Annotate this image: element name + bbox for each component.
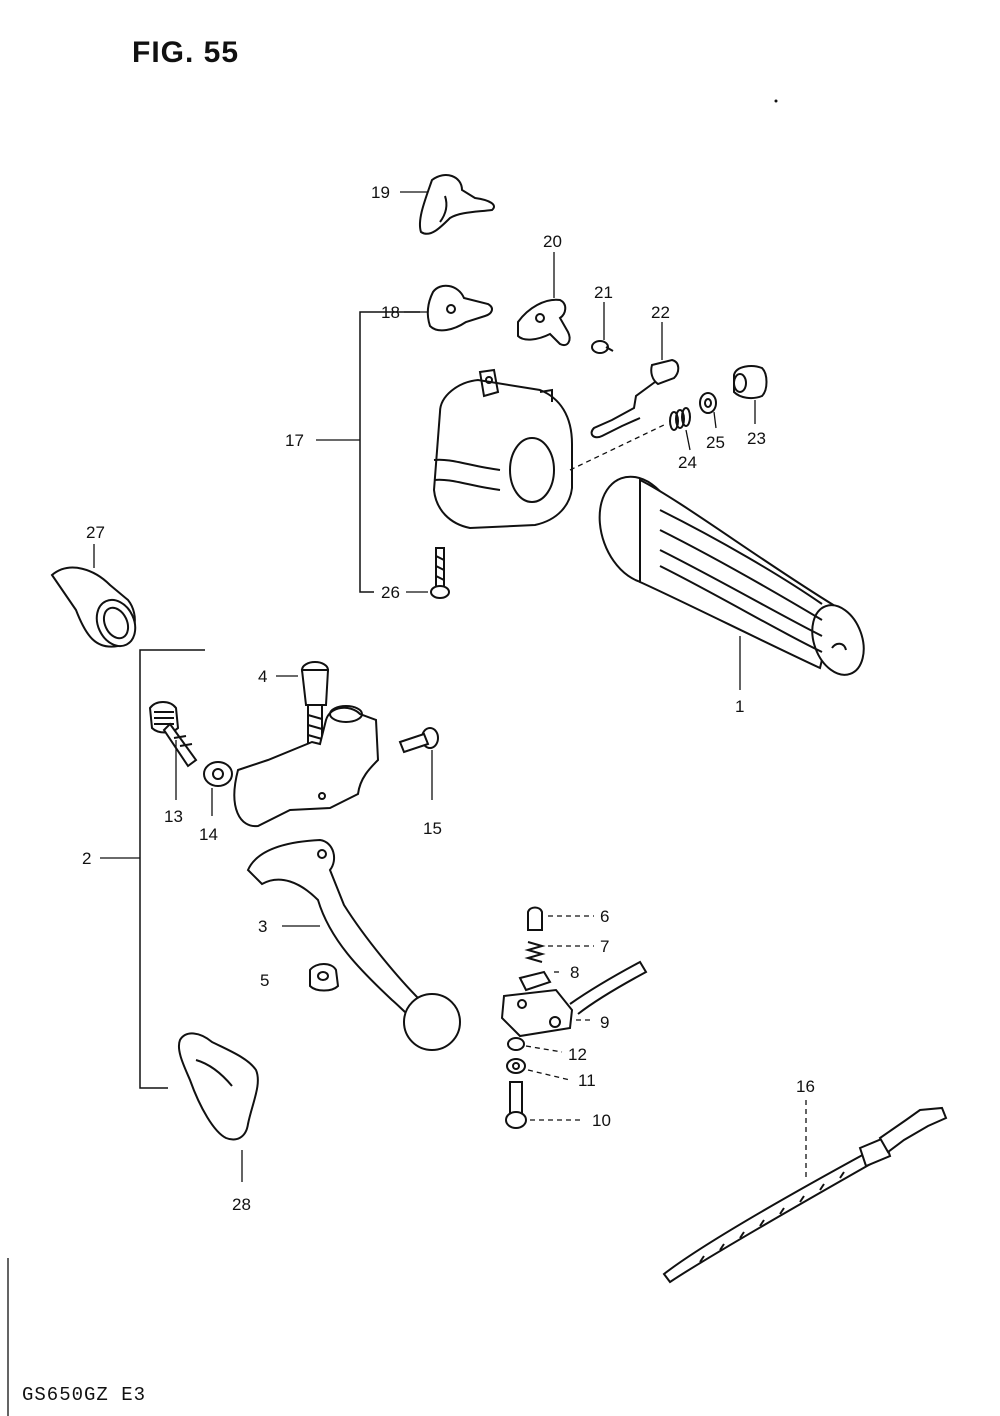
callout-27: 27: [86, 523, 105, 542]
callout-11: 11: [578, 1071, 596, 1090]
part-26-screw: [430, 547, 450, 599]
part-21-screw: [591, 340, 614, 354]
callout-3: 3: [258, 917, 267, 936]
part-14-lock-nut: [203, 761, 233, 787]
part-18-housing-cap: [426, 284, 493, 332]
callout-10: 10: [592, 1111, 611, 1130]
part-27-grip-end: [50, 566, 137, 648]
callout-12: 12: [568, 1045, 587, 1064]
part-13-adjuster: [148, 701, 198, 768]
part-7-spring: [524, 941, 546, 963]
model-code: GS650GZ E3: [22, 1384, 147, 1406]
callout-24: 24: [678, 453, 697, 472]
callout-15: 15: [423, 819, 442, 838]
part-20-holder: [517, 298, 571, 346]
part-15-screw: [398, 727, 439, 754]
callout-4: 4: [258, 667, 267, 686]
callout-16: 16: [796, 1077, 815, 1096]
callout-17: 17: [285, 431, 304, 450]
callout-2: 2: [82, 849, 91, 868]
bracket-17: [359, 311, 420, 593]
bracket-2: [139, 649, 205, 1089]
callout-1: 1: [735, 697, 744, 716]
callout-28: 28: [232, 1195, 251, 1214]
callout-8: 8: [570, 963, 579, 982]
callout-23: 23: [747, 429, 766, 448]
part-16-cable-tie: [662, 1106, 948, 1284]
part-1-handlebar-grip: [598, 475, 865, 676]
figure-title: FIG. 55: [132, 36, 240, 69]
part-3-clutch-lever: [246, 838, 461, 1051]
callout-7: 7: [600, 937, 609, 956]
callout-25: 25: [706, 433, 725, 452]
part-12-washer: [507, 1037, 525, 1051]
part-23-knob: [733, 365, 768, 400]
part-28-lever-cover: [178, 1032, 259, 1141]
callout-21: 21: [594, 283, 613, 302]
scan-speck: [774, 99, 778, 103]
part-6-plunger: [527, 906, 543, 931]
part-lever-holder: [233, 705, 380, 828]
part-17-switch-housing: [432, 368, 667, 530]
part-24-spring: [669, 407, 691, 431]
part-9-switch-body: [500, 988, 574, 1038]
part-5-nut: [309, 963, 340, 992]
callout-6: 6: [600, 907, 609, 926]
part-10-screw: [505, 1081, 527, 1129]
part-22-plate: [590, 358, 680, 439]
callout-19: 19: [371, 183, 390, 202]
part-19-cap: [419, 174, 495, 235]
callout-13: 13: [164, 807, 183, 826]
callout-22: 22: [651, 303, 670, 322]
callout-26: 26: [381, 583, 400, 602]
part-25-washer: [699, 392, 717, 414]
part-8-wire: [518, 960, 648, 1015]
callout-20: 20: [543, 232, 562, 251]
callout-14: 14: [199, 825, 218, 844]
callout-9: 9: [600, 1013, 609, 1032]
part-11-lock-washer: [506, 1058, 526, 1074]
callout-5: 5: [260, 971, 269, 990]
